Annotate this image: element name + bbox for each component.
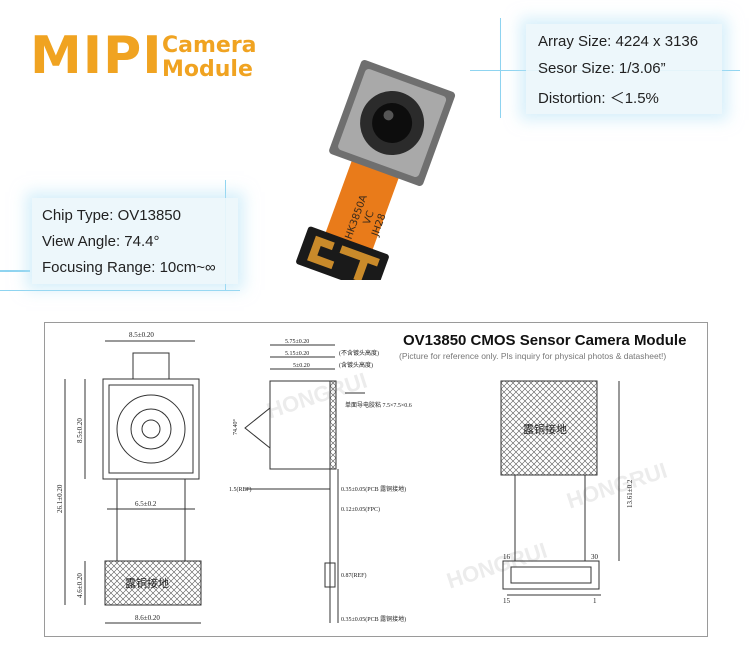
lens-icon bbox=[372, 103, 413, 144]
spec-sensor-size: Sesor Size: 1/3.06” bbox=[538, 60, 666, 77]
dim-side-note2: (含镀头高度) bbox=[339, 361, 373, 369]
drawing-svg: 8.5±0.20 6.5±0.2 8.6±0.20 8.5±0.20 26.1±… bbox=[56, 331, 634, 624]
title-module: Module bbox=[162, 57, 253, 82]
dim-total-length: 26.1±0.20 bbox=[56, 484, 64, 513]
spec-chip-type: Chip Type: OV13850 bbox=[42, 207, 181, 224]
pin-30: 30 bbox=[591, 553, 599, 561]
dim-pcb-bottom: 0.35±0.05(PCB 露铜接地) bbox=[341, 615, 406, 623]
spec-box-right: Array Size: 4224 x 3136 Sesor Size: 1/3.… bbox=[526, 24, 722, 114]
lens-outline bbox=[116, 394, 186, 464]
dim-tape: 单面导电胶粘 7.5×7.5×0.6 bbox=[345, 401, 412, 409]
dim-side-515: 5.15±0.20 bbox=[285, 351, 309, 357]
deco-line bbox=[0, 290, 240, 291]
side-module-outline bbox=[269, 380, 331, 470]
dim-side-575: 5.75±0.20 bbox=[285, 339, 309, 345]
dim-top-width: 8.5±0.20 bbox=[129, 331, 154, 339]
spec-focus-range: Focusing Range: 10cm~∞ bbox=[42, 259, 216, 276]
dim-ref087: 0.87(REF) bbox=[341, 572, 367, 579]
spec-array-size: Array Size: 4224 x 3136 bbox=[538, 33, 699, 50]
fov-lines bbox=[244, 407, 271, 449]
drawing-title: OV13850 CMOS Sensor Camera Module bbox=[403, 332, 687, 349]
title-camera: Camera bbox=[162, 33, 257, 58]
drawing-subtitle: (Picture for reference only. Pls inquiry… bbox=[399, 351, 667, 361]
dim-pcb-top: 0.35±0.05(PCB 露铜接地) bbox=[341, 485, 406, 493]
spec-box-left: Chip Type: OV13850 View Angle: 74.4° Foc… bbox=[32, 198, 238, 284]
dim-side-note1: (不含镀头高度) bbox=[339, 349, 379, 357]
dim-flex-width: 6.5±0.2 bbox=[135, 500, 157, 508]
module-outline bbox=[102, 378, 200, 480]
dim-fov: 74.40° bbox=[232, 419, 239, 436]
dim-side-5: 5±0.20 bbox=[293, 363, 310, 369]
pin-1: 1 bbox=[593, 597, 597, 605]
dim-bottom-width: 8.6±0.20 bbox=[135, 614, 160, 622]
pad-copper bbox=[307, 235, 380, 280]
copper-label-front: 露铜接地 bbox=[125, 576, 169, 590]
dim-module-height: 8.5±0.20 bbox=[76, 418, 84, 443]
lens-tab bbox=[132, 352, 170, 380]
camera-module-photo: HK3850A VC JH28 bbox=[296, 60, 456, 280]
dim-fpc: 0.12±0.05(FPC) bbox=[341, 506, 380, 513]
dim-ref15: 1.5(REF) bbox=[229, 486, 252, 493]
dim-pad-height: 4.6±0.20 bbox=[76, 573, 84, 598]
copper-pad-back bbox=[500, 380, 598, 476]
dim-right-length: 13.61±0.2 bbox=[626, 479, 634, 508]
spec-distortion: Distortion: ＜1.5% bbox=[538, 90, 659, 107]
copper-label-back: 露铜接地 bbox=[523, 422, 567, 436]
deco-line bbox=[500, 18, 501, 118]
brand-title: MIPI bbox=[30, 26, 163, 86]
copper-pad-front bbox=[104, 560, 202, 606]
technical-drawing: OV13850 CMOS Sensor Camera Module (Pictu… bbox=[44, 322, 708, 637]
side-adhesive bbox=[329, 380, 337, 470]
pin-16: 16 bbox=[503, 553, 511, 561]
lens-glare bbox=[383, 110, 394, 121]
spec-view-angle: View Angle: 74.4° bbox=[42, 233, 160, 250]
pin-15: 15 bbox=[503, 597, 511, 605]
deco-line bbox=[0, 270, 30, 272]
connector-back bbox=[502, 560, 600, 590]
flex-text-2: VC bbox=[362, 209, 377, 226]
